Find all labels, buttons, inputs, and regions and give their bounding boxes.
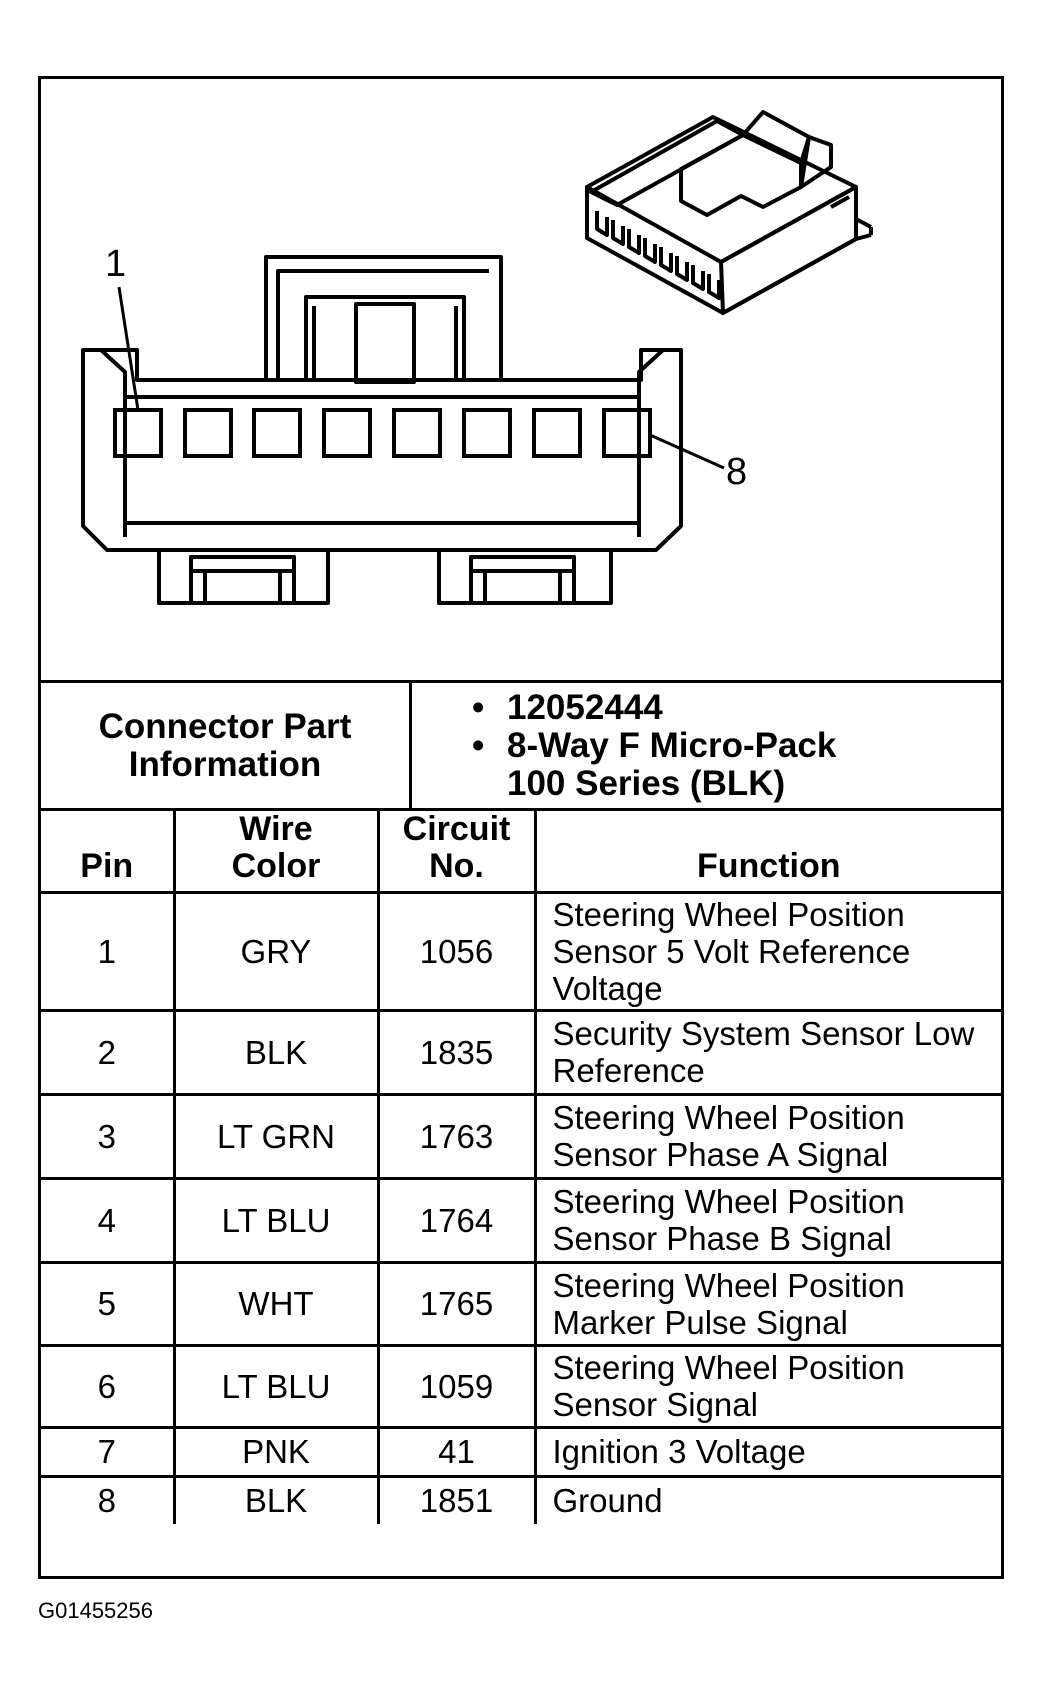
- pin-cell: 6: [41, 1343, 176, 1429]
- bullet-icon: •: [472, 725, 485, 765]
- header-wire-color: Wire Color: [172, 808, 380, 894]
- pin-cell: 3: [41, 1092, 176, 1180]
- pin-cavity-2: [183, 408, 233, 458]
- table-row: 2 BLK 1835 Security System Sensor Low Re…: [41, 1008, 1001, 1096]
- pin-cell: 2: [41, 1008, 176, 1096]
- pin-cavity-4: [322, 408, 372, 458]
- wire-color-cell: LT GRN: [172, 1092, 380, 1180]
- pin-cavities: [113, 408, 652, 458]
- figure-id: G01455256: [38, 1598, 153, 1623]
- header-function: Function: [533, 808, 1001, 894]
- connector-part-info-values: • 12052444 • 8-Way F Micro-Pack 100 Seri…: [412, 683, 1001, 808]
- pinout-header-row: Pin Wire Color Circuit No. Function: [41, 808, 1001, 894]
- function-cell: Steering Wheel Position Sensor 5 Volt Re…: [533, 890, 1001, 1012]
- connector-description: 8-Way F Micro-Pack: [507, 725, 837, 765]
- wire-color-cell: LT BLU: [172, 1176, 380, 1264]
- circuit-cell: 41: [376, 1425, 537, 1478]
- pin-cell: 8: [41, 1474, 176, 1524]
- function-cell: Steering Wheel Position Sensor Phase B S…: [533, 1176, 1001, 1264]
- connector-drawing: 1 8: [41, 79, 1001, 680]
- wire-color-cell: WHT: [172, 1260, 380, 1347]
- pin-cell: 5: [41, 1260, 176, 1347]
- pin-cavity-8: [602, 408, 652, 458]
- table-row: 6 LT BLU 1059 Steering Wheel Position Se…: [41, 1343, 1001, 1429]
- wire-color-cell: BLK: [172, 1008, 380, 1096]
- pin-cavity-1: [113, 408, 163, 458]
- circuit-cell: 1835: [376, 1008, 537, 1096]
- wire-color-cell: LT BLU: [172, 1343, 380, 1429]
- circuit-cell: 1851: [376, 1474, 537, 1524]
- part-number: 12052444: [507, 687, 663, 727]
- table-row: 5 WHT 1765 Steering Wheel Position Marke…: [41, 1260, 1001, 1347]
- circuit-cell: 1765: [376, 1260, 537, 1347]
- pin-cell: 7: [41, 1425, 176, 1478]
- bullet-icon: •: [472, 687, 485, 727]
- table-row: 4 LT BLU 1764 Steering Wheel Position Se…: [41, 1176, 1001, 1264]
- pin-1-leader-line: [117, 286, 140, 411]
- pin-cavity-6: [462, 408, 512, 458]
- table-row: 1 GRY 1056 Steering Wheel Position Senso…: [41, 890, 1001, 1012]
- function-cell: Security System Sensor Low Reference: [533, 1008, 1001, 1096]
- connector-part-info: Connector Part Information • 12052444 • …: [41, 680, 1001, 811]
- pinout-table: Pin Wire Color Circuit No. Function 1 GR…: [41, 808, 1001, 1524]
- pin-cell: 1: [41, 890, 176, 1012]
- header-circuit-no: Circuit No.: [376, 808, 537, 894]
- wire-color-cell: GRY: [172, 890, 380, 1012]
- wire-color-cell: BLK: [172, 1474, 380, 1524]
- function-cell: Steering Wheel Position Sensor Signal: [533, 1343, 1001, 1429]
- pin-cavity-3: [252, 408, 302, 458]
- pin-8-label: 8: [726, 451, 747, 493]
- circuit-cell: 1764: [376, 1176, 537, 1264]
- table-row: 3 LT GRN 1763 Steering Wheel Position Se…: [41, 1092, 1001, 1180]
- function-cell: Ignition 3 Voltage: [533, 1425, 1001, 1478]
- diagram-frame: 1 8: [38, 76, 1004, 1579]
- table-row: 7 PNK 41 Ignition 3 Voltage: [41, 1425, 1001, 1478]
- circuit-cell: 1763: [376, 1092, 537, 1180]
- wire-color-cell: PNK: [172, 1425, 380, 1478]
- pin-cell: 4: [41, 1176, 176, 1264]
- function-cell: Steering Wheel Position Sensor Phase A S…: [533, 1092, 1001, 1180]
- table-row: 8 BLK 1851 Ground: [41, 1474, 1001, 1524]
- connector-part-info-label: Connector Part Information: [41, 683, 412, 808]
- circuit-cell: 1059: [376, 1343, 537, 1429]
- connector-isometric-view: [585, 110, 873, 315]
- header-pin: Pin: [41, 808, 176, 894]
- pin-cavity-7: [532, 408, 582, 458]
- pin-8-leader-line: [649, 433, 725, 470]
- connector-series: 100 Series (BLK): [507, 763, 786, 803]
- pin-cavity-5: [392, 408, 442, 458]
- pin-1-label: 1: [105, 243, 126, 285]
- connector-face-view: 1 8: [81, 110, 873, 605]
- circuit-cell: 1056: [376, 890, 537, 1012]
- function-cell: Steering Wheel Position Marker Pulse Sig…: [533, 1260, 1001, 1347]
- function-cell: Ground: [533, 1474, 1001, 1524]
